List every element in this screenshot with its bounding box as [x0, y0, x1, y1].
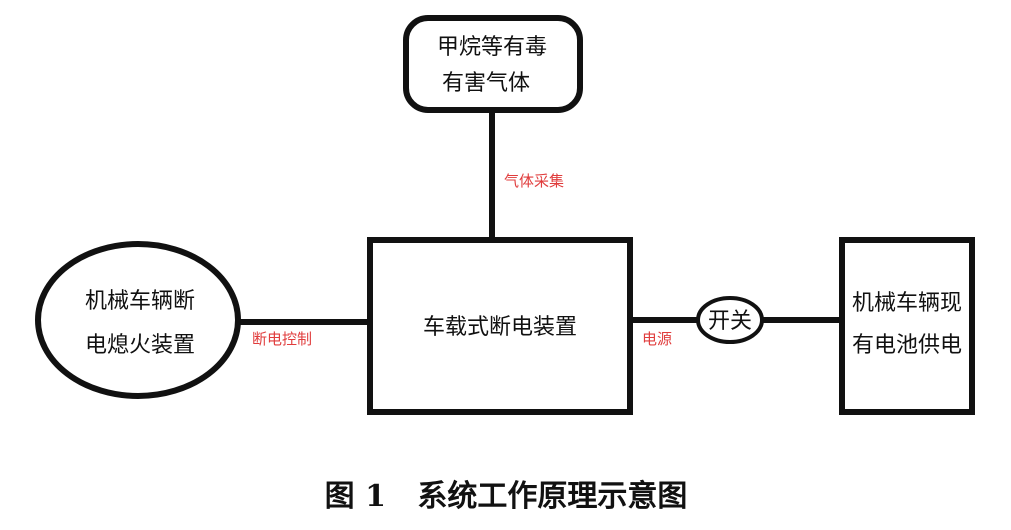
edge-label-gas-collection: 气体采集 — [504, 172, 564, 190]
battery-node-line-1: 机械车辆现 — [852, 291, 962, 316]
switch-node — [696, 296, 764, 344]
gas-node-line-1: 甲烷等有毒 — [437, 35, 547, 60]
device-node — [367, 237, 633, 415]
edge-label-power-off-control: 断电控制 — [252, 330, 312, 348]
battery-node — [839, 237, 975, 415]
device-node-label: 车载式断电装置 — [423, 315, 577, 340]
switch-node-label: 开关 — [708, 309, 752, 334]
gas-node — [403, 15, 583, 113]
flameout-node-line-1: 机械车辆断 — [85, 289, 195, 314]
flameout-node-line-2: 电熄火装置 — [85, 333, 195, 358]
edge-label-power-source: 电源 — [642, 330, 672, 348]
battery-node-line-2: 有电池供电 — [852, 333, 962, 358]
figure-caption: 图 1 系统工作原理示意图 — [325, 479, 688, 514]
flameout-node — [35, 241, 241, 399]
gas-node-line-2: 有害气体 — [442, 71, 530, 96]
